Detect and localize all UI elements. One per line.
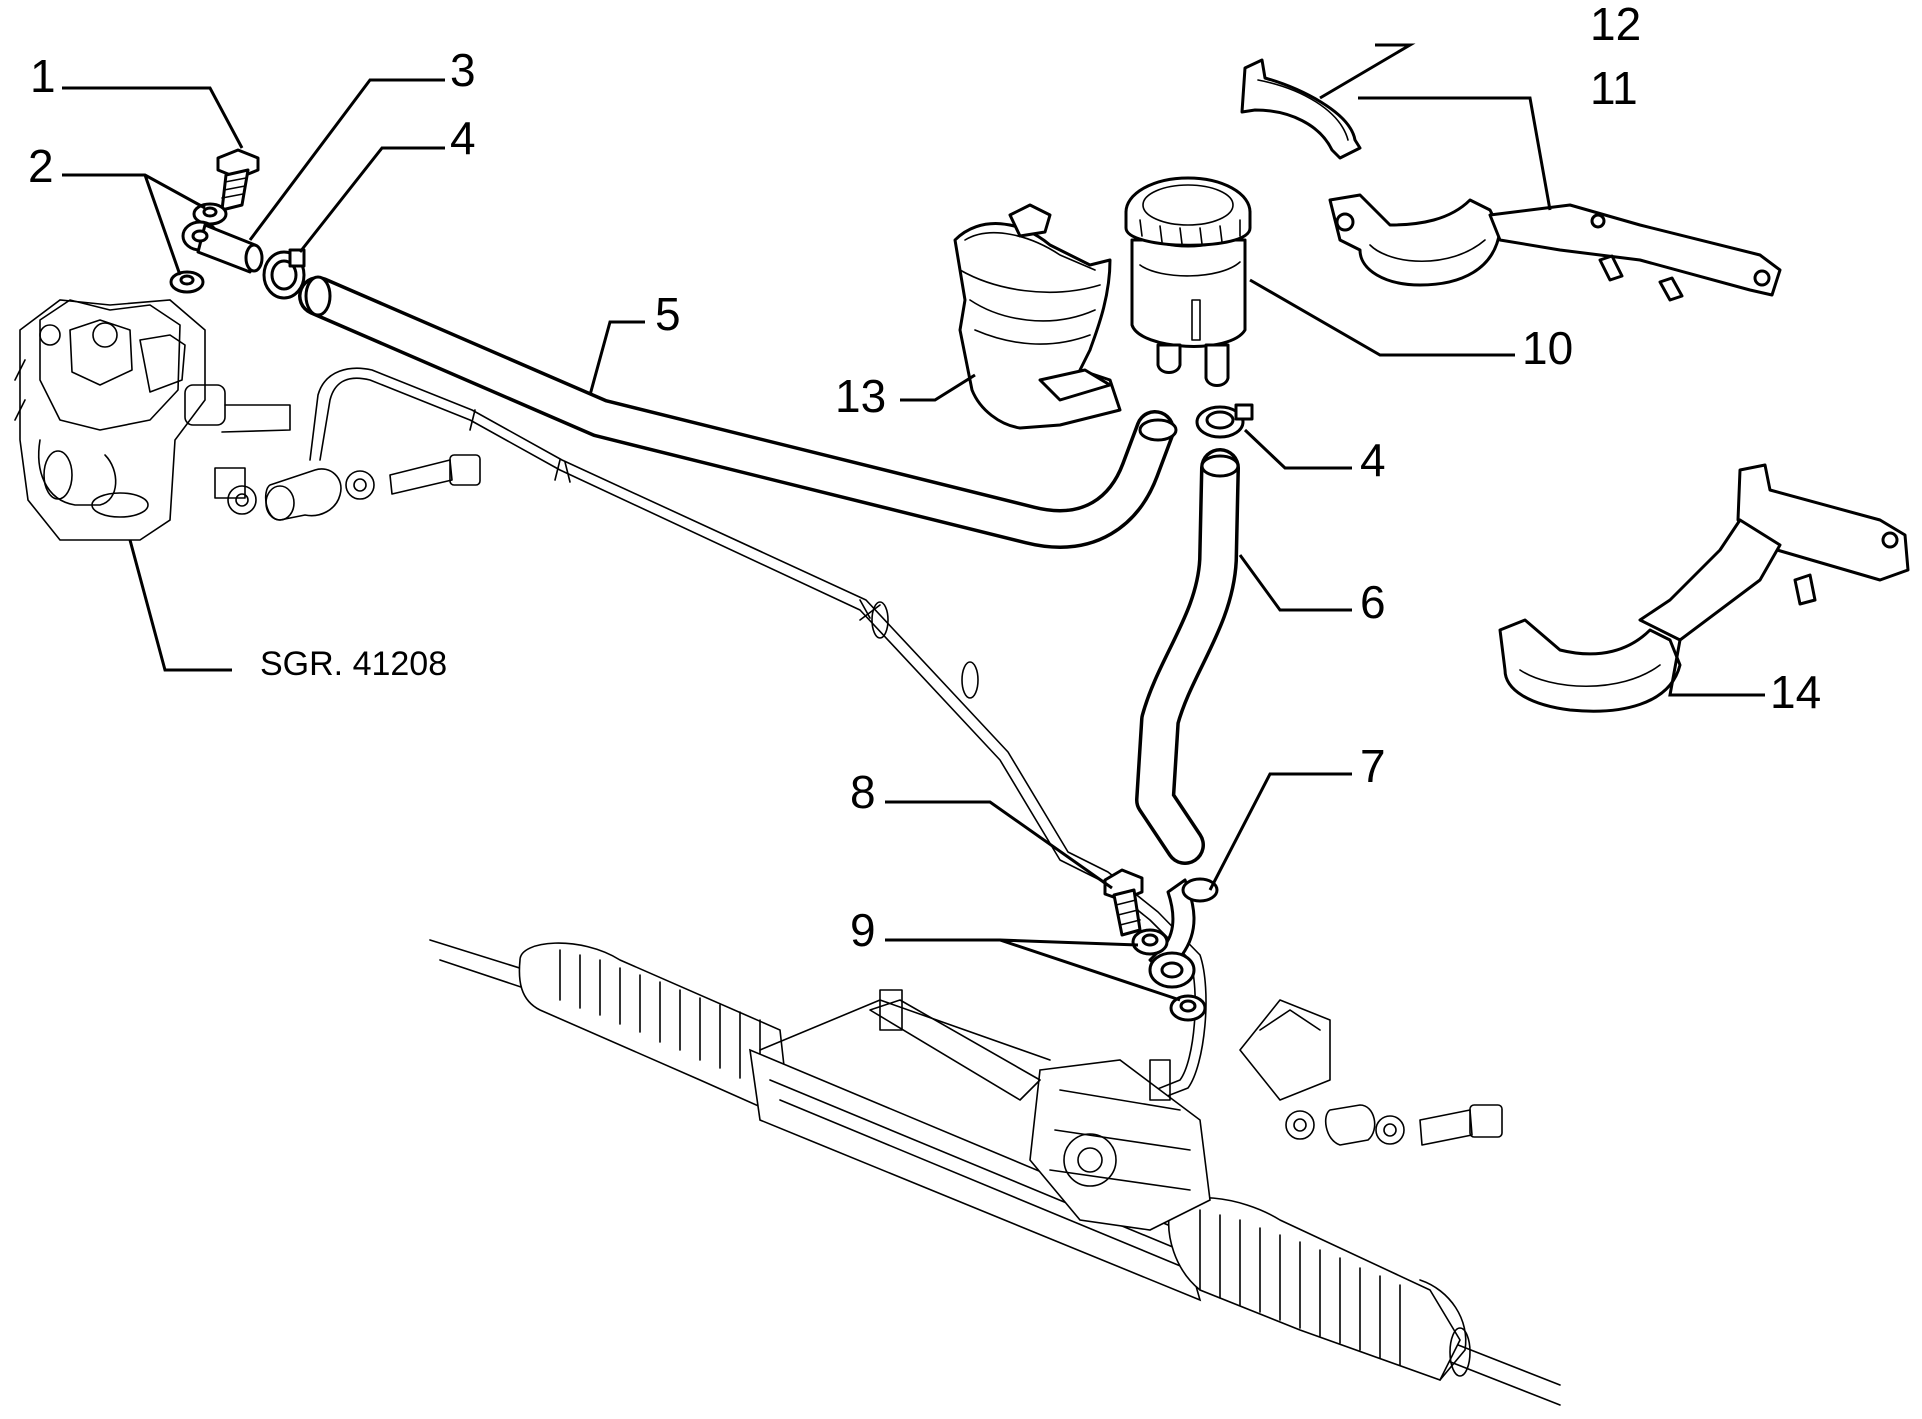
callout-8: 8 xyxy=(850,766,876,818)
part-5-hose xyxy=(298,275,1178,549)
callout-9: 9 xyxy=(850,904,876,956)
reference-label: SGR. 41208 xyxy=(260,645,447,683)
callout-7: 7 xyxy=(1360,740,1386,792)
part-11-bracket xyxy=(1328,193,1782,302)
callout-10: 10 xyxy=(1522,322,1573,374)
callout-6: 6 xyxy=(1360,576,1386,628)
pressure-line-ghost xyxy=(309,367,1207,1109)
rack-fittings-ghost xyxy=(1285,1104,1503,1146)
pump-fitting-ghost xyxy=(214,454,481,521)
part-6-hose xyxy=(1135,448,1240,865)
part-3-fitting xyxy=(181,220,264,274)
callout-3: 3 xyxy=(450,44,476,96)
callout-14: 14 xyxy=(1770,666,1821,718)
part-4-clamp-upper xyxy=(262,248,306,300)
callout-4-lower: 4 xyxy=(1360,434,1386,486)
steering-rack-ghost xyxy=(429,939,1561,1406)
part-14-bracket xyxy=(1498,463,1910,713)
part-10-reservoir xyxy=(1124,176,1252,387)
part-8-bolt xyxy=(1103,868,1144,937)
part-9-washers xyxy=(1131,928,1207,1022)
callout-4-upper: 4 xyxy=(450,112,476,164)
part-4-clamp-lower xyxy=(1195,403,1254,439)
callout-2: 2 xyxy=(28,140,54,192)
callout-11: 11 xyxy=(1590,62,1638,114)
callout-12: 12 xyxy=(1590,0,1641,50)
part-1-bolt xyxy=(216,148,260,212)
callout-13: 13 xyxy=(835,370,886,422)
part-2-washers xyxy=(169,202,228,294)
leader-lines xyxy=(62,43,1765,1002)
part-13-shroud xyxy=(953,203,1122,430)
callout-labels: 1 2 3 4 4 5 6 7 8 9 10 11 12 13 14 SGR. … xyxy=(28,0,1821,956)
part-12-strap xyxy=(1240,58,1362,160)
callout-1: 1 xyxy=(30,50,56,102)
callout-5: 5 xyxy=(655,288,681,340)
steering-pump-ghost xyxy=(14,299,291,541)
